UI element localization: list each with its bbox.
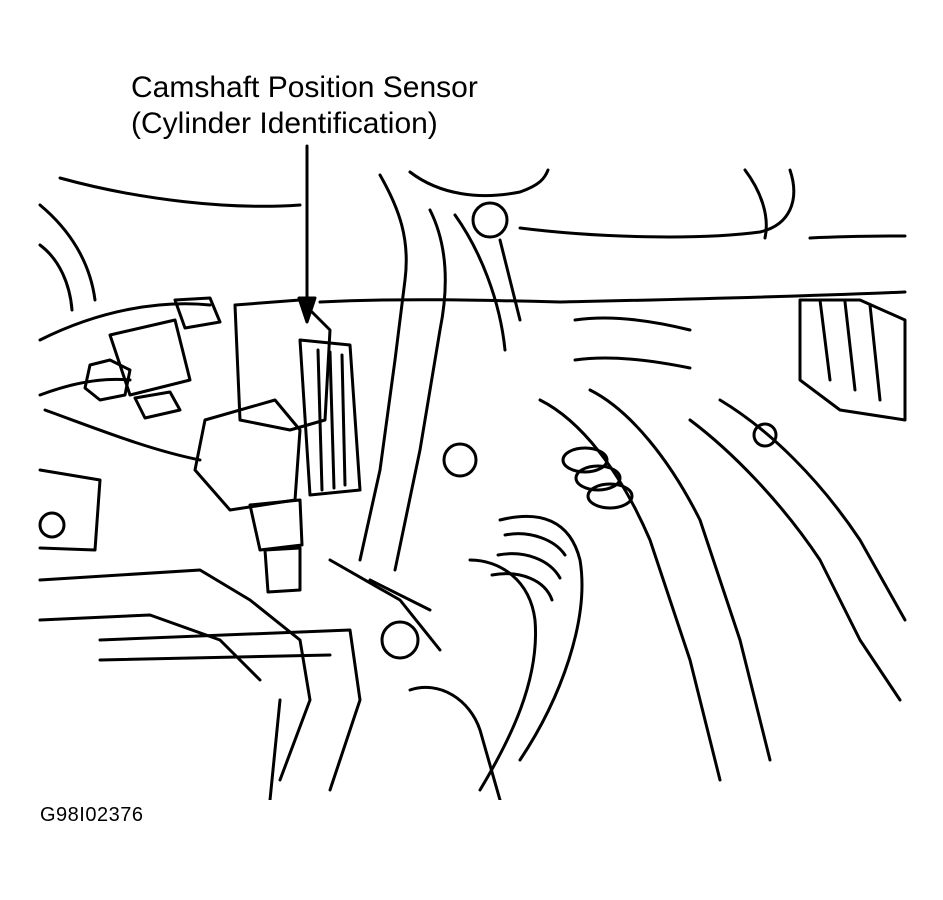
engine-bay-illustration bbox=[38, 144, 907, 800]
callout-label: Camshaft Position Sensor (Cylinder Ident… bbox=[131, 70, 478, 142]
sensor-harness bbox=[38, 296, 222, 462]
lower-structure bbox=[38, 468, 502, 800]
figure-id: G98I02376 bbox=[40, 804, 144, 826]
callout-leader-arrow bbox=[297, 144, 317, 324]
callout-label-line-1: Camshaft Position Sensor bbox=[131, 71, 478, 104]
camshaft-position-sensor bbox=[193, 298, 362, 594]
corrugated-tube bbox=[468, 514, 584, 792]
support-bracket bbox=[38, 173, 778, 660]
upper-body-contours bbox=[38, 168, 907, 312]
callout-label-line-2: (Cylinder Identification) bbox=[131, 107, 438, 140]
hoses-and-pipes bbox=[538, 298, 907, 782]
